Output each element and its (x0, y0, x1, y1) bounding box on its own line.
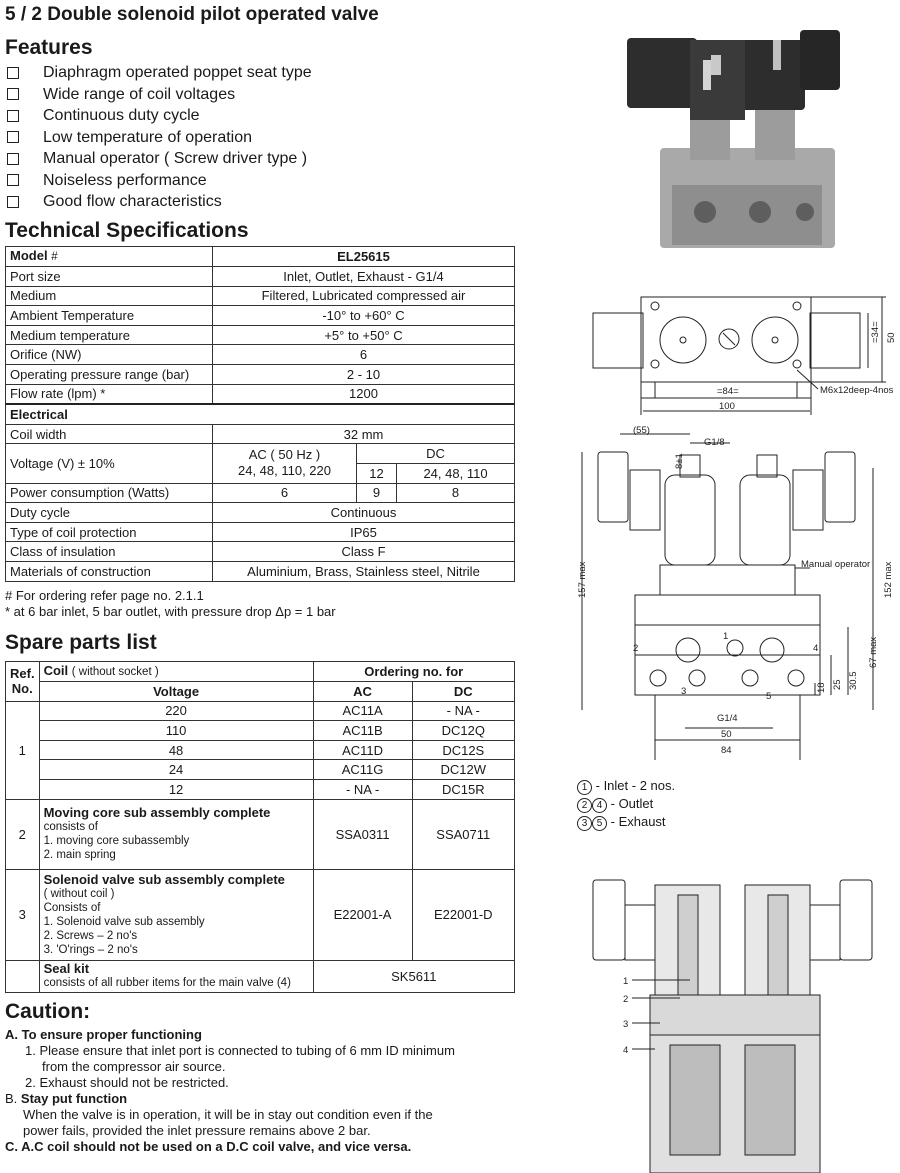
table-row: Model # EL25615 (5, 246, 515, 267)
svg-text:(55): (55) (633, 425, 650, 436)
table-row: 12- NA -DC15R (6, 778, 516, 800)
table-row: Ambient Temperature-10° to +60° C (5, 305, 515, 326)
svg-text:=84=: =84= (717, 386, 739, 397)
table-row: Orifice (NW)6 (5, 344, 515, 365)
svg-text:3: 3 (681, 686, 686, 697)
spec-notes: # For ordering refer page no. 2.1.1 * at… (5, 588, 336, 619)
top-view-drawing (592, 296, 886, 415)
svg-text:50: 50 (721, 729, 732, 740)
top-view-dims: =84= 100 M6x12deep-4nos =34= 50 (717, 321, 897, 412)
table-row: Electrical (5, 403, 515, 425)
svg-text:18: 18 (816, 682, 827, 693)
svg-text:3: 3 (623, 1019, 628, 1030)
checkbox-bullet-icon (7, 66, 19, 79)
svg-text:50: 50 (886, 332, 897, 343)
svg-text:1: 1 (623, 976, 628, 987)
svg-text:100: 100 (719, 401, 735, 412)
svg-text:M6x12deep-4nos: M6x12deep-4nos (820, 385, 894, 396)
list-item: Low temperature of operation (5, 127, 312, 149)
list-item: Wide range of coil voltages (5, 84, 312, 106)
checkbox-bullet-icon (7, 195, 19, 208)
table-row: Seal kit consists of all rubber items fo… (5, 959, 516, 993)
page-title: 5 / 2 Double solenoid pilot operated val… (5, 4, 379, 25)
svg-text:2: 2 (623, 994, 628, 1005)
table-row: Flow rate (lpm) *1200 (5, 383, 515, 405)
caution-section: A. To ensure proper functioning 1. Pleas… (5, 1027, 455, 1154)
svg-text:30.5: 30.5 (848, 672, 859, 691)
features-heading: Features (5, 36, 93, 59)
checkbox-bullet-icon (7, 109, 19, 122)
section-labels: 1 2 3 4 (623, 976, 628, 1056)
svg-text:157 max: 157 max (577, 561, 588, 598)
svg-text:G1/4: G1/4 (717, 713, 738, 724)
table-row: 3 Solenoid valve sub assembly complete (… (5, 868, 516, 961)
svg-text:Manual operator: Manual operator (801, 559, 870, 570)
checkbox-bullet-icon (7, 131, 19, 144)
svg-text:G1/8: G1/8 (704, 437, 725, 448)
svg-text:5: 5 (766, 691, 771, 702)
list-item: Manual operator ( Screw driver type ) (5, 148, 312, 170)
list-item: Good flow characteristics (5, 191, 312, 213)
svg-text:=34=: =34= (870, 321, 881, 343)
checkbox-bullet-icon (7, 88, 19, 101)
features-list: Diaphragm operated poppet seat type Wide… (5, 62, 312, 213)
table-row: 2 Moving core sub assembly complete cons… (5, 798, 516, 870)
tech-spec-heading: Technical Specifications (5, 219, 249, 242)
checkbox-bullet-icon (7, 152, 19, 165)
front-view-dims: (55) G1/8 8±1 157 max 152 max Manual ope… (577, 425, 894, 756)
spare-parts-heading: Spare parts list (5, 631, 157, 654)
drawings-panel: =84= 100 M6x12deep-4nos =34= 50 (577, 30, 897, 1173)
list-item: Continuous duty cycle (5, 105, 312, 127)
table-row: Voltage (V) ± 10% AC ( 50 Hz )24, 48, 11… (5, 443, 515, 484)
caution-heading: Caution: (5, 1000, 91, 1023)
svg-text:67 max: 67 max (868, 637, 879, 668)
checkbox-bullet-icon (7, 174, 19, 187)
svg-text:25: 25 (832, 679, 843, 690)
legend-item: 1 - Inlet - 2 nos. (577, 777, 675, 795)
svg-text:2: 2 (633, 643, 638, 654)
list-item: Diaphragm operated poppet seat type (5, 62, 312, 84)
table-row: Ref.No. Coil ( without socket ) Ordering… (5, 661, 516, 702)
front-view-drawing (581, 433, 874, 760)
spare-parts-table: Ref.No. Coil ( without socket ) Ordering… (5, 661, 516, 993)
table-row: Voltage AC DC (6, 681, 516, 702)
svg-text:4: 4 (813, 643, 818, 654)
svg-text:1: 1 (723, 631, 728, 642)
svg-text:152 max: 152 max (883, 561, 894, 598)
svg-text:84: 84 (721, 745, 732, 756)
svg-text:8±1: 8±1 (674, 453, 685, 469)
list-item: Noiseless performance (5, 170, 312, 192)
valve-photo (627, 30, 840, 248)
table-row: Operating pressure range (bar)2 - 10 (5, 363, 515, 385)
svg-text:4: 4 (623, 1045, 628, 1056)
section-view-drawing (592, 879, 873, 1173)
table-row: Medium temperature+5° to +50° C (5, 324, 515, 346)
